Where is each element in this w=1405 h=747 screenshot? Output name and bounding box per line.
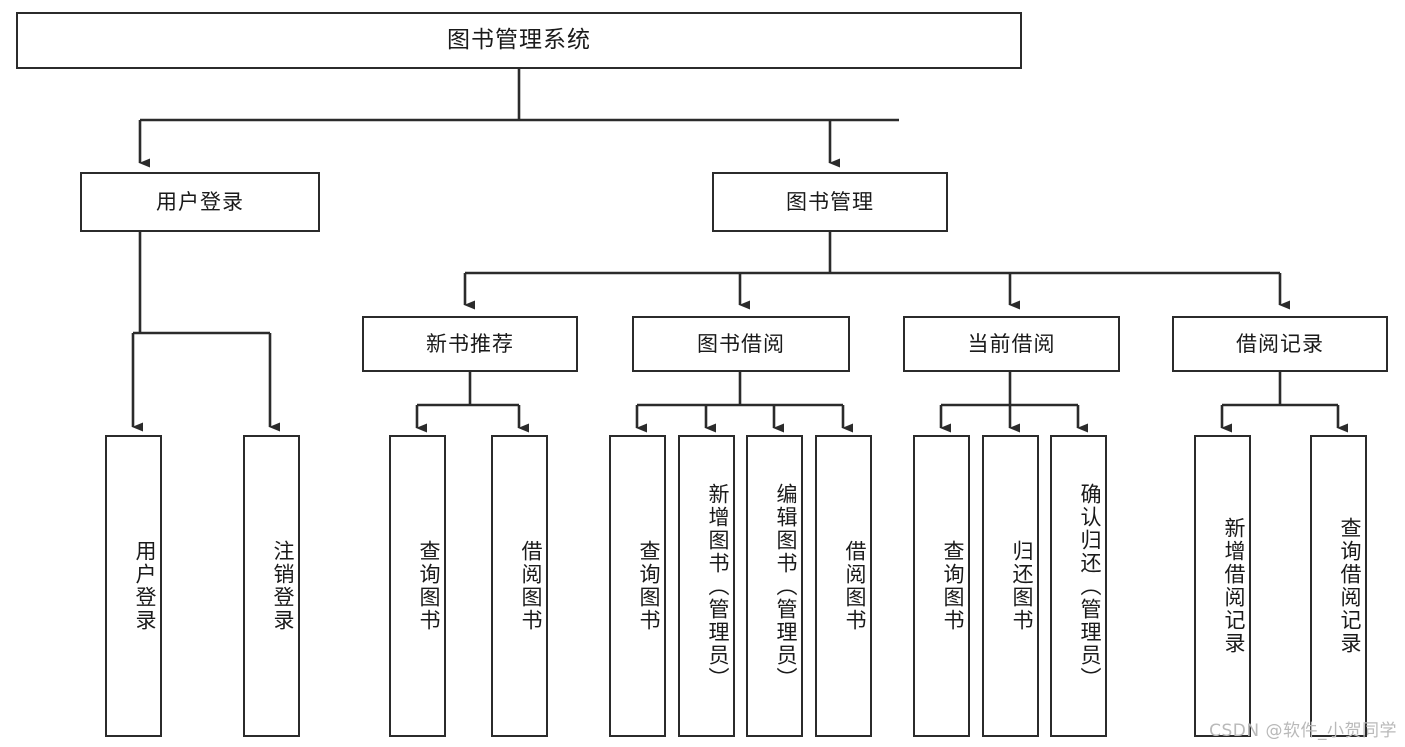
node-leaf-logout-label: 注销登录: [271, 540, 295, 632]
node-leaf-query-book-1[interactable]: 查询图书: [389, 435, 446, 737]
node-leaf-query-book-1-label: 查询图书: [417, 540, 441, 632]
node-new-book-recommend-label: 新书推荐: [426, 331, 514, 356]
node-book-manage[interactable]: 图书管理: [712, 172, 948, 232]
node-user-login[interactable]: 用户登录: [80, 172, 320, 232]
node-leaf-confirm-return[interactable]: 确认归还（管理员）: [1050, 435, 1107, 737]
node-leaf-query-book-3[interactable]: 查询图书: [913, 435, 970, 737]
node-leaf-user-login-label: 用户登录: [133, 540, 157, 632]
node-leaf-edit-book[interactable]: 编辑图书（管理员）: [746, 435, 803, 737]
node-book-manage-label: 图书管理: [786, 189, 874, 214]
node-leaf-return-book[interactable]: 归还图书: [982, 435, 1039, 737]
node-leaf-query-book-3-label: 查询图书: [941, 540, 965, 632]
node-current-borrow-label: 当前借阅: [967, 331, 1056, 356]
node-user-login-label: 用户登录: [156, 189, 244, 214]
node-leaf-query-book-2[interactable]: 查询图书: [609, 435, 666, 737]
node-book-borrow-label: 图书借阅: [697, 331, 785, 356]
node-current-borrow[interactable]: 当前借阅: [903, 316, 1120, 372]
node-leaf-confirm-return-label: 确认归还（管理员）: [1078, 482, 1102, 690]
node-leaf-add-book-label: 新增图书（管理员）: [706, 482, 730, 690]
node-leaf-user-login[interactable]: 用户登录: [105, 435, 162, 737]
node-leaf-borrow-book-2[interactable]: 借阅图书: [815, 435, 872, 737]
csdn-watermark: CSDN @软件_小贺同学: [1209, 721, 1397, 741]
node-leaf-edit-book-label: 编辑图书（管理员）: [774, 482, 798, 690]
node-root[interactable]: 图书管理系统: [16, 12, 1022, 69]
node-leaf-add-record-label: 新增借阅记录: [1222, 517, 1246, 655]
node-leaf-borrow-book-1-label: 借阅图书: [519, 540, 543, 632]
node-leaf-query-record-label: 查询借阅记录: [1338, 517, 1362, 655]
node-borrow-record-label: 借阅记录: [1236, 331, 1324, 356]
node-leaf-borrow-book-1[interactable]: 借阅图书: [491, 435, 548, 737]
node-leaf-add-book[interactable]: 新增图书（管理员）: [678, 435, 735, 737]
node-leaf-query-record[interactable]: 查询借阅记录: [1310, 435, 1367, 737]
node-new-book-recommend[interactable]: 新书推荐: [362, 316, 578, 372]
node-leaf-return-book-label: 归还图书: [1010, 540, 1034, 632]
node-leaf-logout[interactable]: 注销登录: [243, 435, 300, 737]
node-book-borrow[interactable]: 图书借阅: [632, 316, 850, 372]
node-root-label: 图书管理系统: [447, 27, 591, 54]
node-leaf-add-record[interactable]: 新增借阅记录: [1194, 435, 1251, 737]
node-leaf-query-book-2-label: 查询图书: [637, 540, 661, 632]
node-borrow-record[interactable]: 借阅记录: [1172, 316, 1388, 372]
node-leaf-borrow-book-2-label: 借阅图书: [843, 540, 867, 632]
